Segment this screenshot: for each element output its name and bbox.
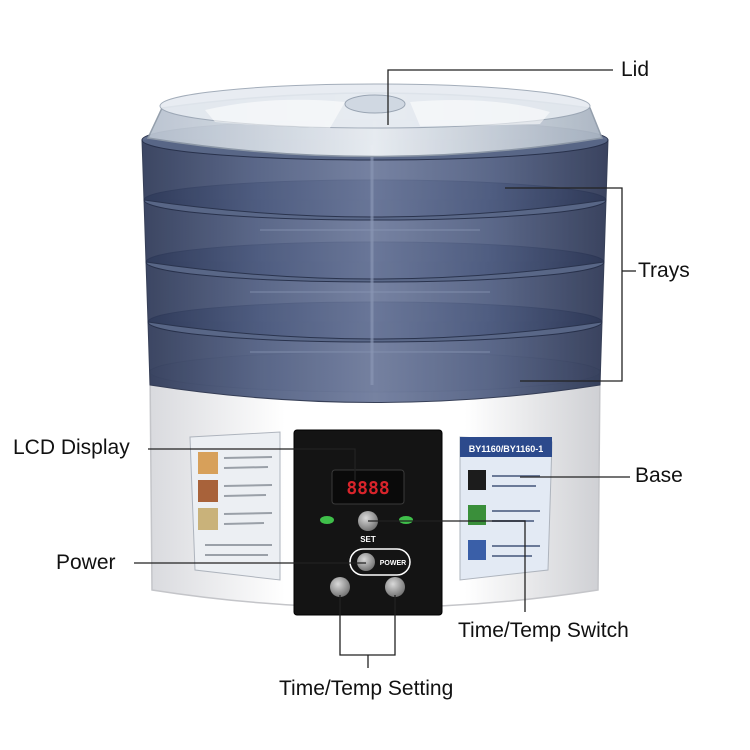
base-label: Base [635, 464, 683, 487]
right-indicator-light [399, 516, 413, 524]
lcd-readout: 8888 [346, 478, 389, 499]
lid-label: Lid [621, 58, 650, 81]
time-temp-switch-label: Time/Temp Switch [458, 619, 629, 642]
lcd-display-leader-line [148, 448, 356, 480]
down-button-icon[interactable] [330, 577, 350, 597]
power-button-label: POWER [380, 560, 406, 567]
tray-stack [141, 119, 609, 403]
time-temp-setting-label: Time/Temp Setting [279, 677, 454, 700]
leader-lines [134, 69, 636, 668]
power-button-frame[interactable] [349, 548, 411, 576]
left-indicator-light [320, 516, 334, 524]
power-label: Power [56, 551, 116, 574]
lid-leader-line [387, 69, 613, 125]
lcd-display-label: LCD Display [13, 436, 130, 459]
trays-label: Trays [638, 259, 690, 282]
time-temp-switch-leader-line [368, 520, 526, 612]
set-button-label: SET [360, 535, 376, 544]
trays-leader-bracket [505, 187, 623, 382]
up-button-icon[interactable] [385, 577, 405, 597]
left-info-sticker [189, 431, 281, 581]
power-button-icon[interactable] [357, 553, 375, 571]
lid [146, 83, 604, 158]
model-sticker-text: BY1160/BY1160-1 [469, 444, 544, 454]
control-panel: 8888 SET POWER [293, 429, 443, 616]
right-info-sticker: BY1160/BY1160-1 [459, 436, 553, 581]
